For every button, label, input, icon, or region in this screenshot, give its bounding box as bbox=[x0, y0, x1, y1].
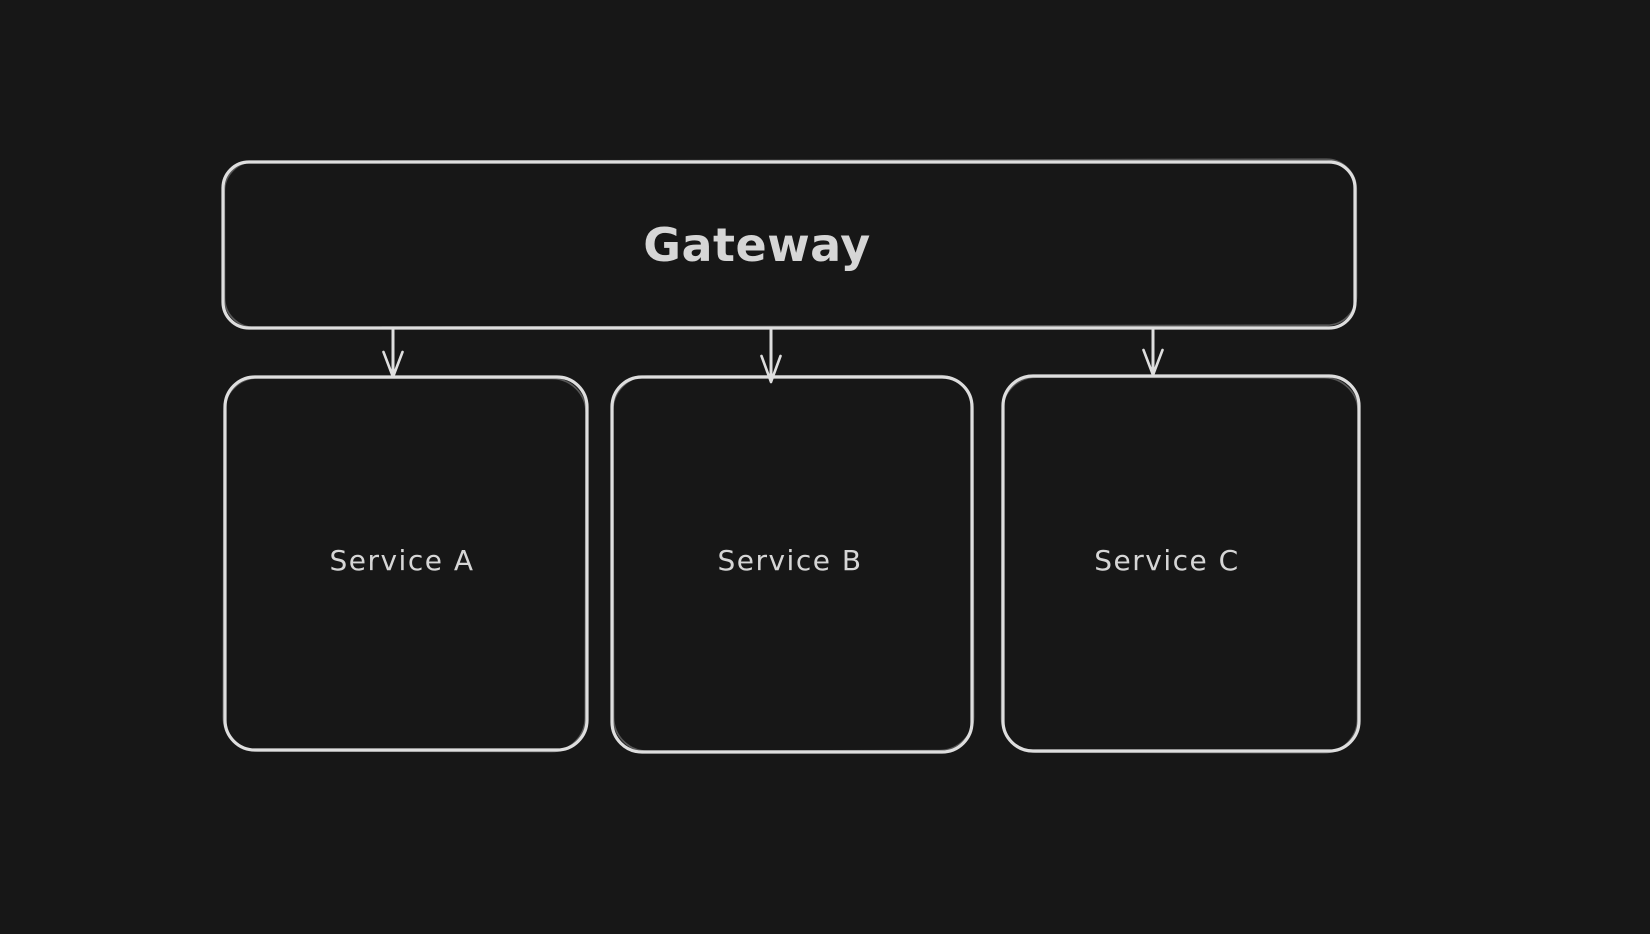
service-c-box bbox=[1001, 374, 1361, 753]
node-service-c[interactable]: Service C bbox=[1000, 374, 1361, 754]
node-gateway[interactable]: Gateway bbox=[221, 158, 1358, 330]
edge-gateway-to-service-a[interactable] bbox=[382, 328, 404, 379]
node-service-a[interactable]: Service A bbox=[222, 375, 589, 753]
edge-gateway-to-service-b[interactable] bbox=[760, 328, 782, 384]
gateway-label: Gateway bbox=[643, 218, 871, 272]
service-a-box bbox=[223, 375, 589, 752]
service-c-label: Service C bbox=[1094, 544, 1239, 577]
arrow-head-icon bbox=[760, 354, 782, 384]
service-a-label: Service A bbox=[329, 544, 474, 577]
node-service-b[interactable]: Service B bbox=[610, 374, 975, 754]
service-b-label: Service B bbox=[717, 544, 862, 577]
service-b-box bbox=[610, 375, 974, 754]
gateway-box bbox=[221, 160, 1357, 330]
edge-gateway-to-service-c[interactable] bbox=[1142, 328, 1164, 377]
